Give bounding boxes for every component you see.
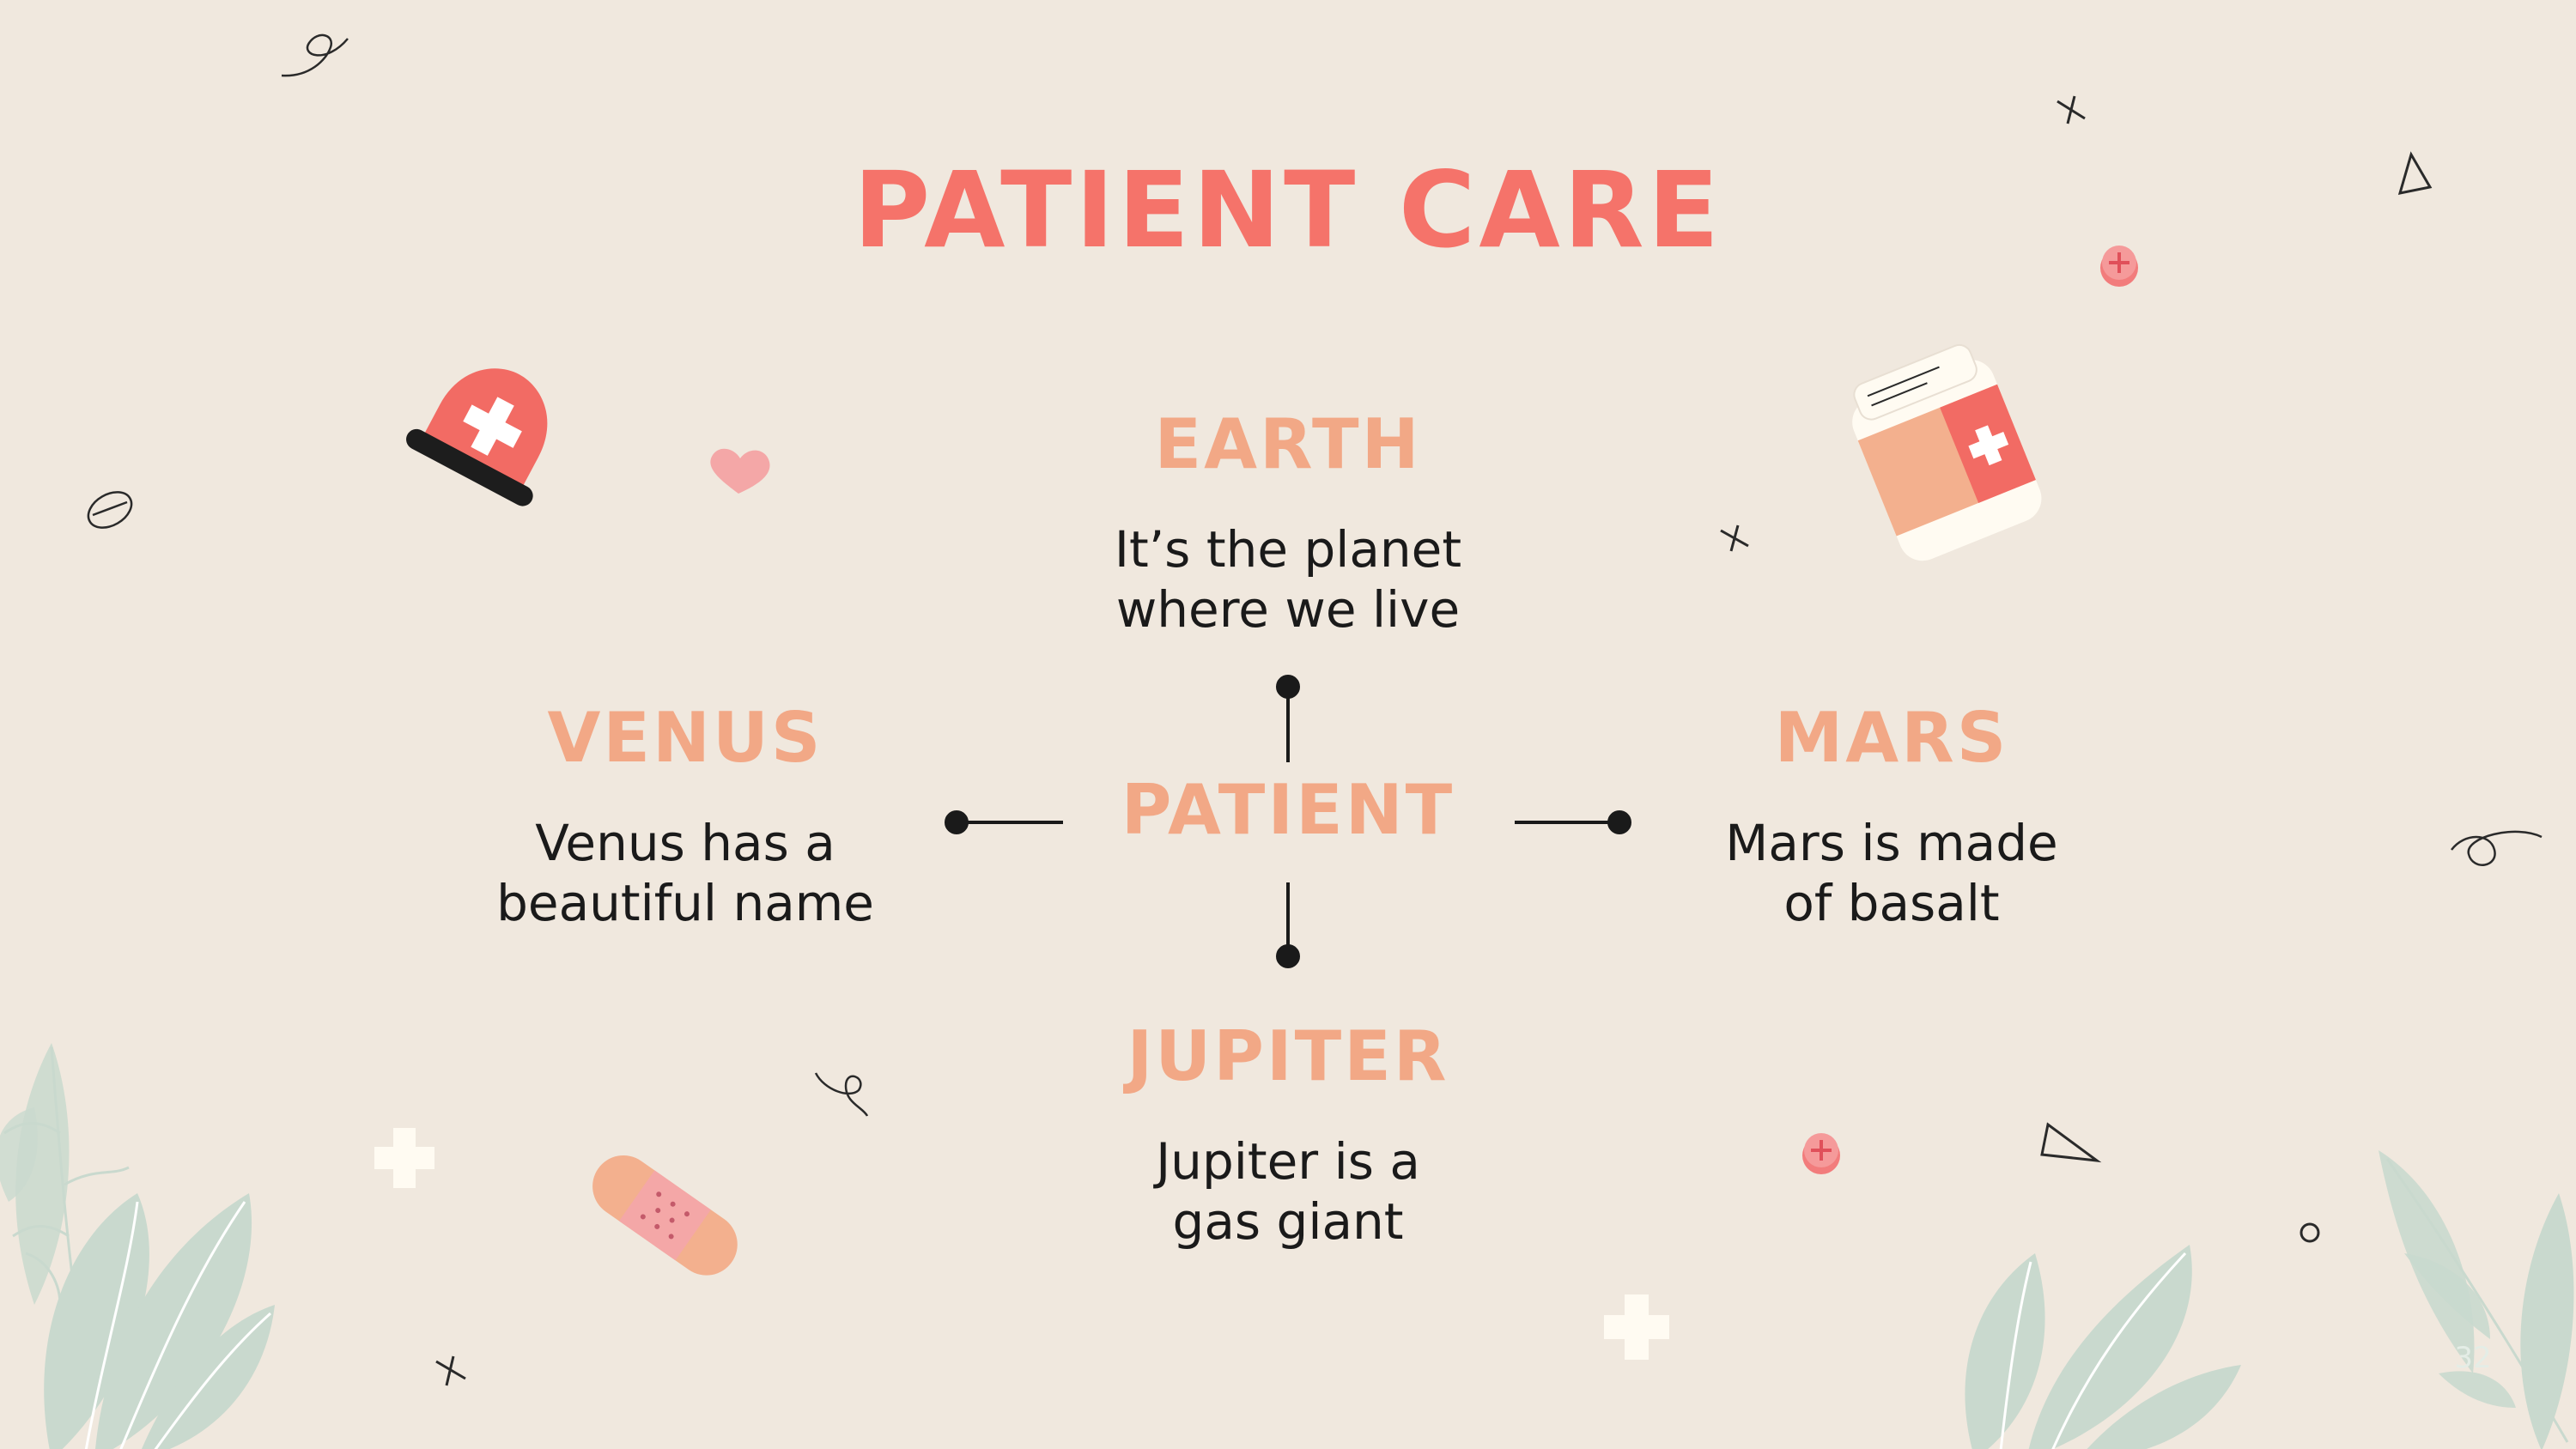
jupiter-description-line2: gas giant [1172, 1192, 1404, 1251]
leaf-vein-icon [84, 1201, 271, 1449]
earth-description-line2: where we live [1115, 580, 1461, 639]
leaf-outline-icon [2385, 1158, 2569, 1443]
venus-description: Venus has a beautiful name [385, 813, 986, 933]
pill-icon [1802, 246, 2138, 1174]
leaf-outline-icon [3, 1046, 130, 1374]
mars-description-line2: of basalt [1783, 874, 2000, 932]
jupiter-heading: JUPITER [1127, 1016, 1449, 1096]
heart-icon [710, 448, 770, 494]
sparkle-icon [435, 95, 2086, 1386]
cross-icon [374, 1128, 1669, 1360]
leaf-vein-icon [1999, 1252, 2187, 1449]
venus-description-line1: Venus has a [535, 814, 835, 872]
mars-heading: MARS [1774, 698, 2009, 778]
circle-icon [2300, 1222, 2320, 1243]
pill-bottle-icon [1852, 343, 2042, 561]
page-number: 32 [2454, 1341, 2492, 1375]
jupiter-description: Jupiter is a gas giant [987, 1131, 1589, 1252]
mars-description-line1: Mars is made [1725, 814, 2058, 872]
venus-heading: VENUS [547, 698, 823, 778]
pill-outline-icon [87, 491, 133, 529]
triangle-icon [2040, 151, 2433, 1163]
center-label: PATIENT [1121, 770, 1455, 850]
connector-dot-bottom [1276, 944, 1300, 968]
earth-description-line1: It’s the planet [1114, 520, 1462, 579]
connector-dot-left [945, 810, 969, 834]
earth-description: It’s the planet where we live [987, 519, 1589, 640]
jupiter-description-line1: Jupiter is a [1156, 1132, 1420, 1191]
connector-dot-top [1276, 675, 1300, 699]
siren-icon [406, 368, 548, 506]
earth-heading: EARTH [1154, 404, 1422, 484]
squiggle-icon [281, 33, 2543, 1117]
mars-description: Mars is made of basalt [1591, 813, 2192, 933]
venus-description-line2: beautiful name [496, 874, 874, 932]
bandage-icon [592, 1155, 738, 1276]
connector-dot-right [1607, 810, 1631, 834]
page-title: PATIENT CARE [853, 149, 1723, 271]
